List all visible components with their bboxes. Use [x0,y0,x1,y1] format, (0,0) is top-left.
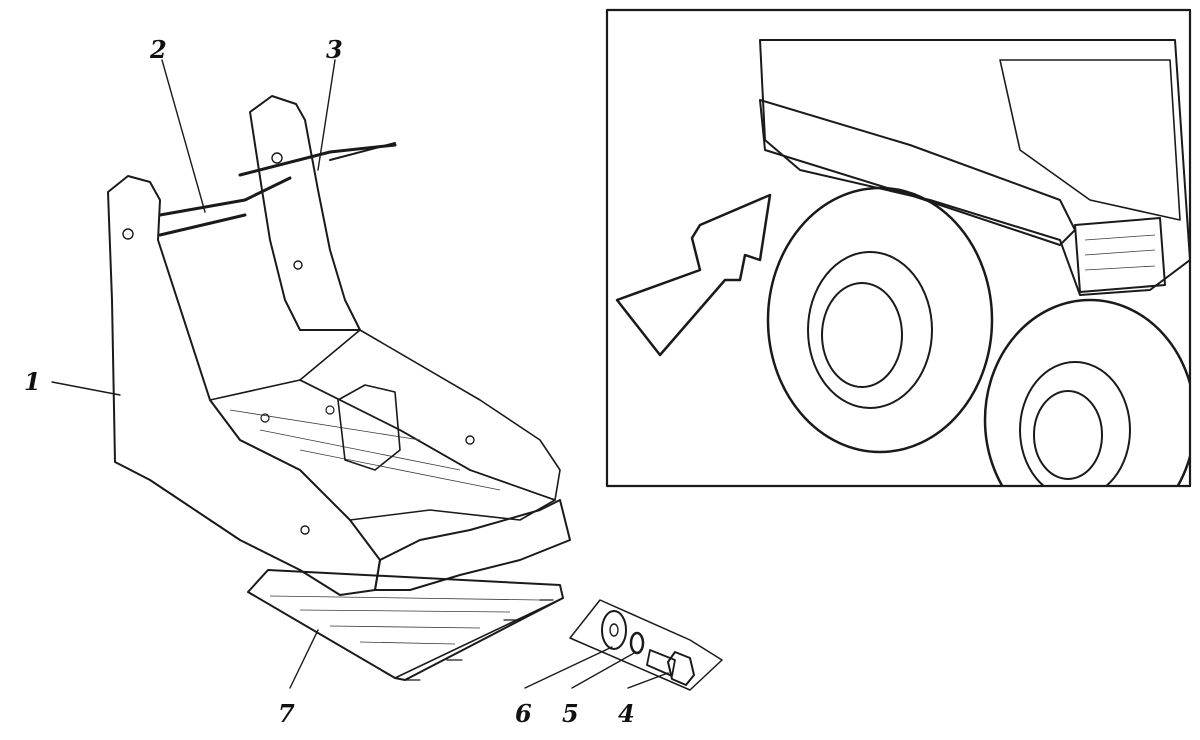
inset-detail [605,8,1192,488]
pointer-arrow [615,193,772,357]
callout-1: 1 [24,367,41,396]
callout-5: 5 [562,699,579,728]
callout-7: 7 [278,699,295,728]
callout-2: 2 [149,35,167,64]
flat-washer [601,610,627,650]
callout-4: 4 [618,699,635,728]
fastener-group [569,599,723,691]
wheel-front [766,186,994,454]
callout-6: 6 [515,699,532,728]
callout-labels: 1 2 3 4 5 6 7 [24,35,635,728]
hex-bolt [646,649,695,686]
wheel-rear [983,298,1189,485]
lock-washer [629,631,645,655]
callout-3: 3 [326,35,343,64]
frame-assembly [107,95,571,681]
leader-lines [51,59,669,689]
